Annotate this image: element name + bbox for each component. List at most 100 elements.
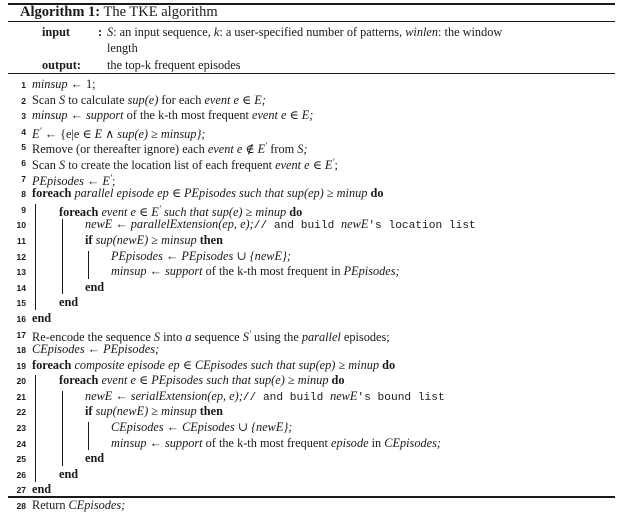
- bottom-rule: [8, 496, 615, 498]
- indent-guide: [88, 250, 90, 279]
- line-number: 18: [16, 345, 26, 356]
- line-text: newE ← parallelExtension(ep, e);// and b…: [85, 217, 476, 233]
- line-text: foreach composite episode ep ∈ CEpisodes…: [32, 357, 396, 372]
- algorithm-line: 14 end: [0, 280, 621, 296]
- algorithm-line: 27 end: [0, 482, 621, 498]
- caption-rule: [8, 21, 615, 22]
- line-number: 20: [16, 376, 26, 387]
- algorithm-line: 8 foreach parallel episode ep ∈ PEpisodes…: [0, 186, 621, 202]
- input-text: S: an input sequence, k: a user-specifie…: [107, 25, 503, 39]
- line-text: end: [59, 295, 79, 310]
- line-number: 2: [21, 95, 26, 106]
- input-label: input: [42, 25, 71, 39]
- line-text: Re-encode the sequence S into a sequence…: [32, 328, 390, 344]
- output-label: output:: [42, 58, 81, 73]
- line-text: end: [32, 482, 52, 497]
- algorithm-line: 26 end: [0, 467, 621, 483]
- algorithm-line: 22 if sup(newE) ≥ minsup then: [0, 404, 621, 420]
- line-number: 17: [16, 329, 26, 340]
- line-number: 14: [16, 282, 26, 293]
- line-text: foreach event e ∈ PEpisodes such that su…: [59, 373, 345, 388]
- line-number: 25: [16, 454, 26, 465]
- algorithm-line: 2 Scan S to calculate sup(e) for each eve…: [0, 93, 621, 109]
- line-number: 5: [21, 142, 26, 153]
- caption-label: Algorithm 1:: [20, 4, 101, 20]
- line-text: E′ ← {e|e ∈ E ∧ sup(e) ≥ minsup};: [32, 125, 206, 141]
- line-number: 12: [16, 251, 26, 262]
- caption-title: The TKE algorithm: [103, 4, 218, 20]
- line-number: 10: [16, 220, 26, 231]
- algorithm-line: 24 minsup ← support of the k-th most freq…: [0, 436, 621, 452]
- line-text: if sup(newE) ≥ minsup then: [85, 404, 223, 419]
- line-number: 26: [16, 469, 26, 480]
- line-text: end: [32, 310, 52, 325]
- algorithm-caption: Algorithm 1: The TKE algorithm: [20, 4, 218, 21]
- algorithm-line: 23 CEpisodes ← CEpisodes ∪ {newE};: [0, 420, 621, 436]
- line-number: 15: [16, 298, 26, 309]
- line-text: foreach parallel episode ep ∈ PEpisodes …: [32, 186, 384, 201]
- algorithm-line: 7 PEpisodes ← E′;: [0, 171, 621, 188]
- line-number: 23: [16, 423, 26, 434]
- line-number: 8: [21, 189, 26, 200]
- line-number: 6: [21, 157, 26, 168]
- line-number: 24: [16, 438, 26, 449]
- line-number: 19: [16, 360, 26, 371]
- line-number: 21: [16, 391, 26, 402]
- input-text-continued: length: [107, 41, 138, 55]
- line-text: if sup(newE) ≥ minsup then: [85, 232, 223, 247]
- line-text: newE ← serialExtension(ep, e);// and bui…: [85, 388, 445, 404]
- line-text: minsup ← support of the k-th most freque…: [32, 108, 314, 123]
- line-text: PEpisodes ← E′;: [32, 172, 116, 188]
- line-number: 4: [21, 126, 26, 137]
- algorithm-line: 11 if sup(newE) ≥ minsup then: [0, 233, 621, 249]
- algorithm-line: 1 minsup ← 1;: [0, 77, 621, 93]
- top-rule: [8, 3, 615, 5]
- line-text: Scan S to create the location list of ea…: [32, 156, 338, 172]
- line-number: 11: [16, 235, 26, 246]
- line-text: minsup ← 1;: [32, 77, 96, 91]
- line-number: 27: [16, 485, 26, 496]
- line-text: Remove (or thereafter ignore) each event…: [32, 141, 308, 157]
- io-spec: input : S: an input sequence, k: a user-…: [42, 25, 612, 74]
- indent-guide: [61, 391, 63, 466]
- line-text: foreach event e ∈ E′ such that sup(e) ≥ …: [59, 203, 303, 219]
- indent-guide: [61, 219, 63, 295]
- line-text: end: [85, 279, 105, 294]
- line-text: minsup ← support of the k-th most freque…: [111, 435, 441, 450]
- line-number: 16: [16, 313, 26, 324]
- algorithm-line: 20 foreach event e ∈ PEpisodes such that …: [0, 373, 621, 389]
- input-row: input : S: an input sequence, k: a user-…: [42, 25, 612, 40]
- line-number: 13: [16, 267, 26, 278]
- line-text: end: [59, 466, 79, 481]
- io-rule: [8, 73, 615, 74]
- line-text: CEpisodes ← PEpisodes;: [32, 342, 160, 357]
- algorithm-line: 5 Remove (or thereafter ignore) each even…: [0, 139, 621, 157]
- line-text: minsup ← support of the k-th most freque…: [111, 264, 400, 279]
- input-separator: :: [98, 25, 103, 39]
- line-number: 1: [21, 80, 26, 90]
- algorithm-lines: 1 minsup ← 1; 2 Scan S to calculate sup(e) …: [0, 77, 621, 514]
- line-number: 7: [21, 173, 26, 184]
- line-number: 9: [21, 204, 26, 215]
- line-text: CEpisodes ← CEpisodes ∪ {newE};: [111, 420, 293, 435]
- algorithm-line: 21 newE ← serialExtension(ep, e);// and b…: [0, 389, 621, 405]
- algorithm-line: 13 minsup ← support of the k-th most freq…: [0, 264, 621, 280]
- indent-guide: [35, 203, 37, 310]
- indent-guide: [35, 375, 37, 482]
- algorithm-line: 10 newE ← parallelExtension(ep, e);// and…: [0, 217, 621, 233]
- algorithm-line: 19 foreach composite episode ep ∈ CEpisod…: [0, 358, 621, 374]
- line-text: Scan S to calculate sup(e) for each even…: [32, 92, 266, 107]
- line-text: Return CEpisodes;: [32, 498, 126, 513]
- algorithm-line: 15 end: [0, 295, 621, 311]
- algorithm-line: 6 Scan S to create the location list of e…: [0, 155, 621, 172]
- algorithm-line: 9 foreach event e ∈ E′ such that sup(e) ≥…: [0, 202, 621, 219]
- indent-guide: [88, 422, 90, 451]
- output-row: output: the top-k frequent episodes: [42, 58, 612, 73]
- line-text: end: [85, 451, 105, 466]
- algorithm-line: 16 end: [0, 311, 621, 327]
- line-number: 22: [16, 407, 26, 418]
